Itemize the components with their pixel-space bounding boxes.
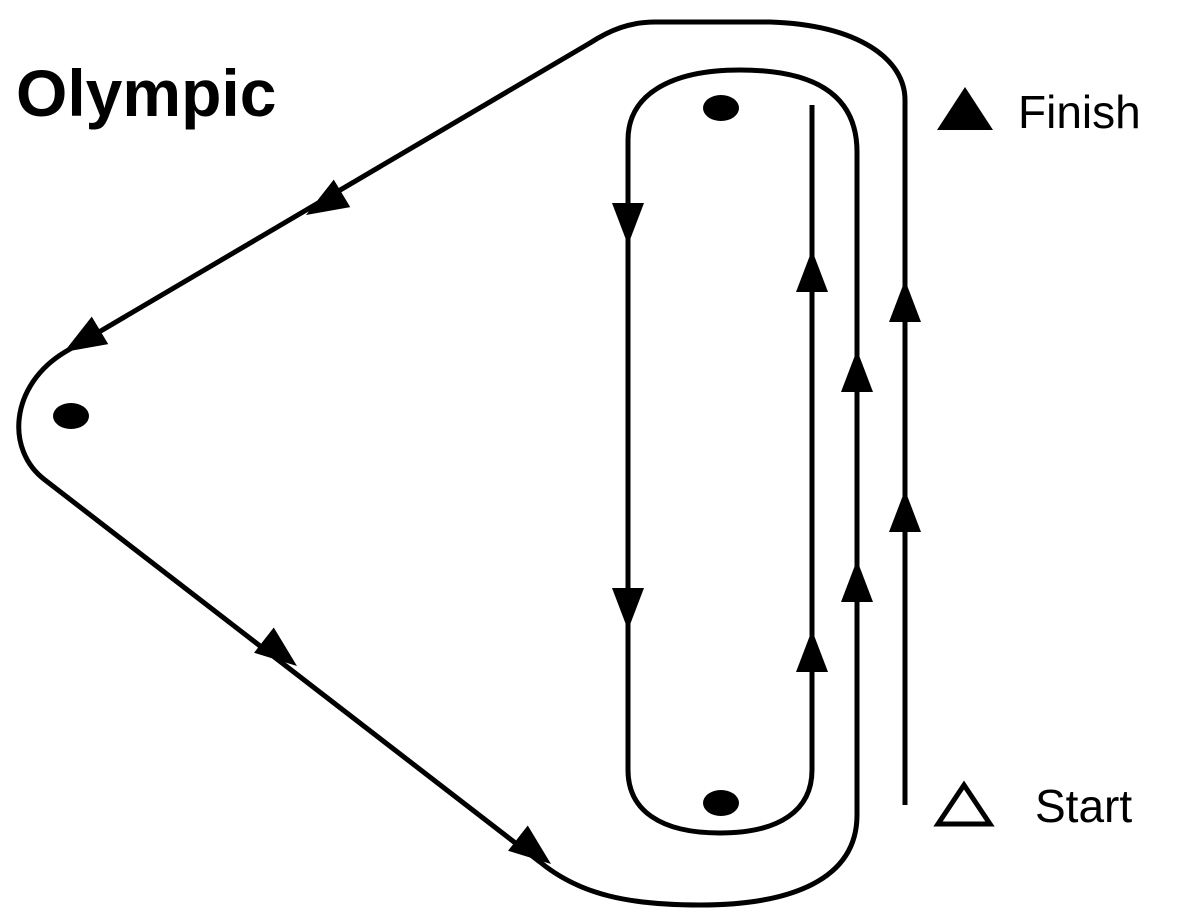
arrow-middle-up-2-icon bbox=[841, 560, 873, 602]
arrow-outer-upper-leg-1-icon bbox=[306, 179, 351, 215]
arrow-outer-up-2-icon bbox=[889, 490, 921, 532]
arrow-inner-down-2-icon bbox=[612, 588, 644, 630]
inner-windward-leeward-course bbox=[625, 67, 860, 836]
arrow-outer-lower-leg-1-icon bbox=[254, 627, 297, 666]
arrow-outer-upper-leg-2-icon bbox=[64, 316, 109, 352]
arrow-inner-down-1-icon bbox=[612, 203, 644, 245]
start-triangle-icon bbox=[933, 780, 995, 827]
arrow-outer-up-1-icon bbox=[889, 280, 921, 322]
leeward-mark bbox=[703, 790, 739, 816]
arrow-middle-up-1-icon bbox=[841, 350, 873, 392]
arrow-inner-up-2-icon bbox=[796, 630, 828, 672]
arrow-inner-up-1-icon bbox=[796, 250, 828, 292]
windward-mark bbox=[703, 95, 739, 121]
start-label: Start bbox=[1035, 780, 1132, 832]
arrow-outer-lower-leg-2-icon bbox=[508, 825, 551, 864]
diagram-title: Olympic bbox=[16, 56, 276, 130]
wing-mark bbox=[53, 403, 89, 429]
direction-arrows bbox=[64, 179, 921, 864]
outer-triangle-course bbox=[16, 19, 908, 908]
finish-triangle-icon bbox=[937, 87, 993, 130]
finish-label: Finish bbox=[1018, 86, 1141, 138]
